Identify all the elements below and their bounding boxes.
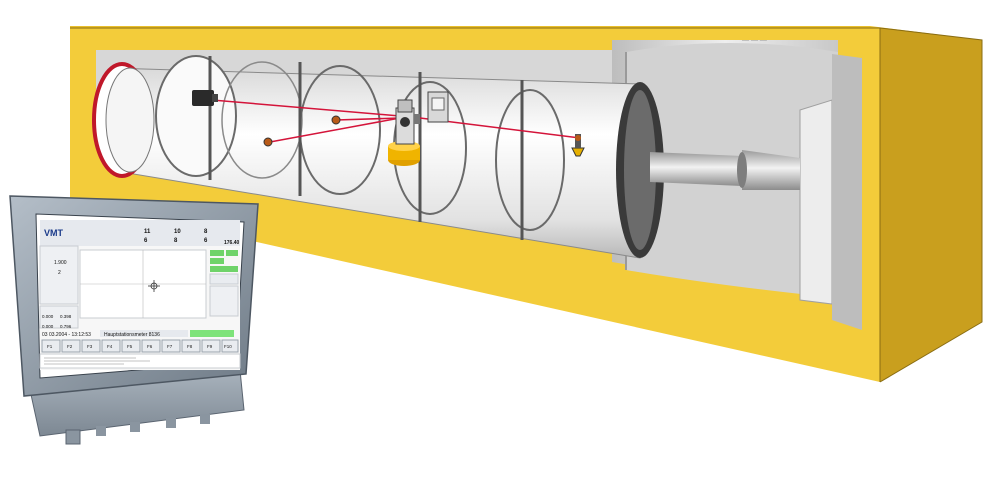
shaft-wall bbox=[799, 99, 833, 305]
function-key[interactable] bbox=[201, 339, 221, 353]
target-board-icon bbox=[427, 91, 449, 123]
function-key[interactable] bbox=[61, 339, 81, 353]
header-value-2-bottom: 8 bbox=[174, 238, 178, 244]
thrust-rod bbox=[650, 152, 742, 186]
reflector-prism-icon bbox=[571, 134, 585, 157]
status-button-green-4[interactable] bbox=[210, 266, 238, 272]
svg-text:— — —: — — — bbox=[742, 37, 767, 44]
function-key-label: F1 bbox=[47, 344, 53, 349]
function-key[interactable] bbox=[181, 339, 201, 353]
status-text: Hauptstationsmeter 8136 bbox=[104, 332, 160, 338]
bottom-left-value-4: 0.796 bbox=[60, 324, 72, 329]
function-key-row: F1 F2 F3 F4 F5 F6 F7 F8 F9 F10 bbox=[41, 339, 239, 353]
status-button-green-2[interactable] bbox=[226, 250, 238, 256]
brand-logo: VMT bbox=[44, 228, 64, 238]
function-key[interactable] bbox=[81, 339, 101, 353]
left-value-2: 2 bbox=[58, 270, 61, 276]
function-key[interactable] bbox=[101, 339, 121, 353]
bottom-left-value-3: 0.000 bbox=[42, 324, 54, 329]
header-value-1-bottom: 6 bbox=[144, 238, 148, 244]
date-line: 03 03.2004 - 13:12:53 bbox=[42, 332, 91, 338]
function-key-label: F3 bbox=[87, 344, 93, 349]
header-value-1-top: 11 bbox=[144, 229, 151, 235]
header-value-3-bottom: 6 bbox=[204, 238, 208, 244]
header-value-2-top: 10 bbox=[174, 229, 181, 235]
function-key-label: F5 bbox=[127, 344, 133, 349]
function-key-label: F2 bbox=[67, 344, 73, 349]
bottom-left-value-2: 0.398 bbox=[60, 314, 72, 319]
function-key-label: F8 bbox=[187, 344, 193, 349]
reflector-small-1 bbox=[263, 137, 273, 147]
function-key-label: F9 bbox=[207, 344, 213, 349]
left-value-1: 1.900 bbox=[54, 260, 67, 266]
function-key[interactable] bbox=[221, 339, 239, 353]
function-key-label: F6 bbox=[147, 344, 153, 349]
crosshair-marker-icon bbox=[148, 280, 160, 292]
laser-target-icon bbox=[192, 90, 218, 106]
screen-ui: VMT 11 6 10 8 8 6 176.40 1.900 2 0.000 0… bbox=[39, 220, 241, 370]
enclosure-side-face bbox=[880, 28, 982, 382]
side-value: 176.40 bbox=[224, 240, 240, 246]
status-button-green-3[interactable] bbox=[210, 258, 224, 264]
function-key[interactable] bbox=[121, 339, 141, 353]
theodolite-icon bbox=[388, 99, 420, 166]
laser-beam-mid bbox=[335, 117, 401, 121]
bottom-left-value-1: 0.000 bbox=[42, 314, 54, 319]
function-key-label: F7 bbox=[167, 344, 173, 349]
function-key-label: F10 bbox=[224, 344, 232, 349]
header-value-3-top: 8 bbox=[204, 229, 208, 235]
pipe-string bbox=[92, 55, 800, 259]
function-key[interactable] bbox=[141, 339, 161, 353]
reflector-small-2 bbox=[331, 115, 341, 125]
pipe-ring-1 bbox=[155, 55, 237, 177]
function-key-label: F4 bbox=[107, 344, 113, 349]
function-key[interactable] bbox=[41, 339, 61, 353]
laser-beam-main bbox=[211, 99, 401, 117]
status-indicator bbox=[190, 330, 234, 337]
status-button-green-1[interactable] bbox=[210, 250, 224, 256]
laser-beam-lower bbox=[269, 117, 401, 143]
function-key[interactable] bbox=[161, 339, 181, 353]
